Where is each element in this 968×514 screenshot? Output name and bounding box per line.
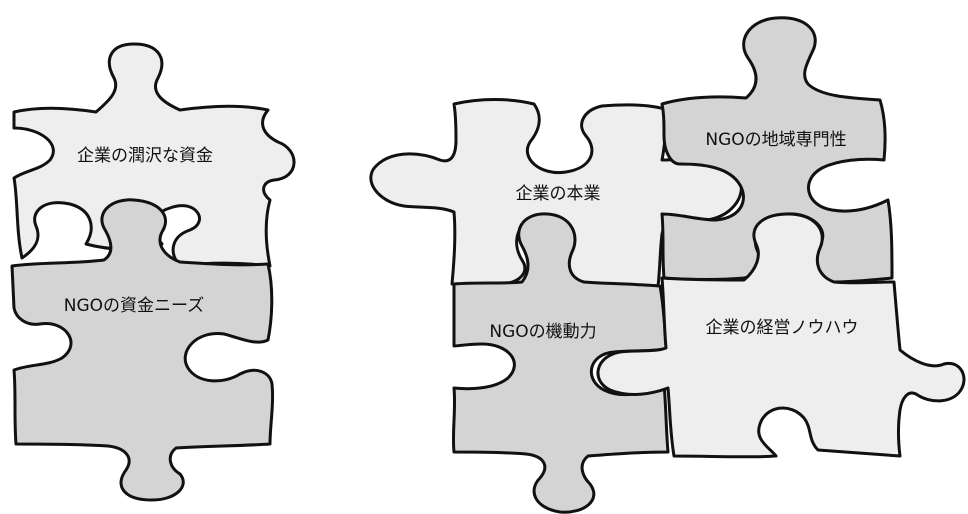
- puzzle-piece-ngo-agility: [451, 212, 670, 514]
- puzzle-piece-ngo-funding-needs: [10, 198, 275, 502]
- label-corporate-core-business: 企業の本業: [516, 184, 601, 204]
- puzzle-piece-ngo-regional-expertise: [660, 16, 894, 284]
- puzzle-piece-corporate-management-knowhow: [596, 212, 966, 459]
- label-ngo-funding-needs: NGOの資金ニーズ: [64, 296, 204, 316]
- label-corporate-funds: 企業の潤沢な資金: [77, 146, 213, 166]
- label-ngo-agility: NGOの機動力: [489, 322, 596, 342]
- label-corporate-management-knowhow: 企業の経営ノウハウ: [706, 318, 859, 338]
- label-ngo-regional-expertise: NGOの地域専門性: [705, 130, 846, 150]
